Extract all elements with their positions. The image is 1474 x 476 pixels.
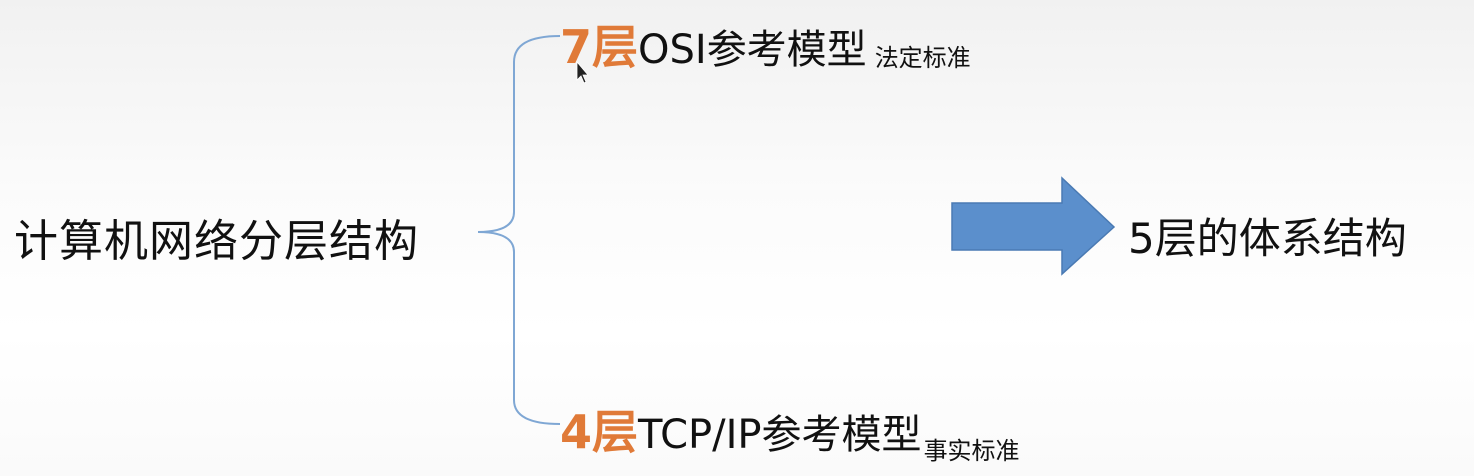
osi-standard-note: 法定标准 bbox=[874, 44, 971, 72]
tcpip-standard-note: 事实标准 bbox=[923, 437, 1020, 465]
mouse-pointer-icon bbox=[576, 60, 589, 84]
result-architecture-label: 5层的体系结构 bbox=[1128, 214, 1407, 263]
osi-layer-count: 7层 bbox=[560, 20, 639, 74]
tcpip-branch: 4层 TCP/IP参考模型 事实标准 bbox=[560, 395, 1020, 463]
right-arrow-icon bbox=[951, 176, 1116, 276]
tcpip-layer-count: 4层 bbox=[560, 405, 639, 459]
osi-model-name: OSI参考模型 bbox=[638, 27, 867, 73]
osi-branch: 7层 OSI参考模型 法定标准 bbox=[560, 10, 971, 70]
tcpip-model-name: TCP/IP参考模型 bbox=[638, 412, 922, 458]
root-concept-label: 计算机网络分层结构 bbox=[14, 216, 419, 267]
curly-brace bbox=[477, 35, 561, 425]
